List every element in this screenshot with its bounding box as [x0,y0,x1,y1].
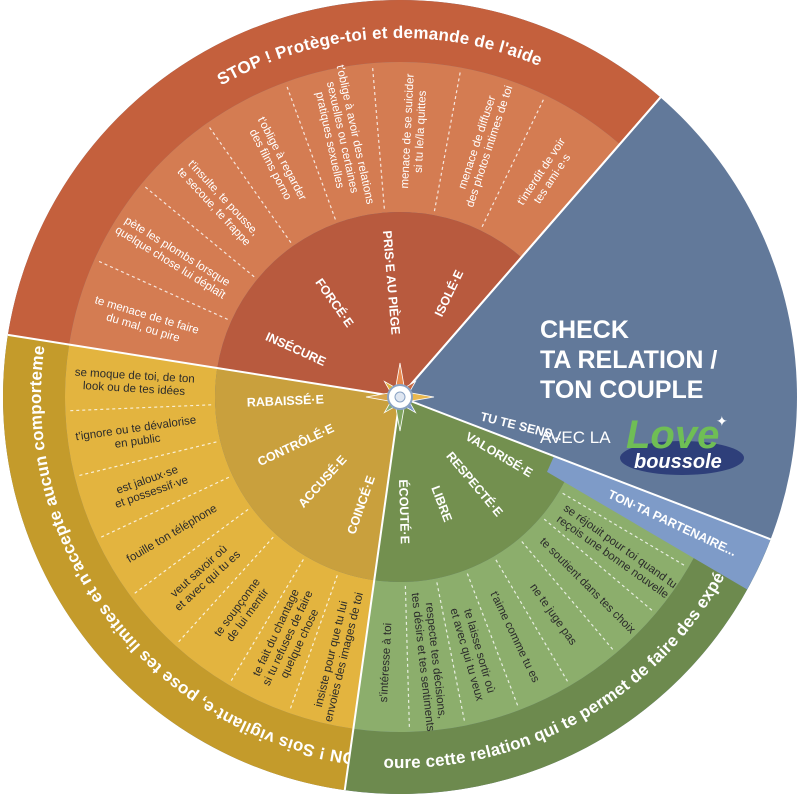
super-item: s'intéresse à toi [378,623,394,703]
super-item-line: s'intéresse à toi [378,623,394,703]
attention-item-line: look ou de tes idées [83,380,186,398]
stop-items-ring [69,61,620,369]
logo-star-icon: ✦ [716,413,728,429]
partner-divider [399,396,771,541]
attention-item: se moque de toi, de tonlook ou de tes id… [74,367,195,399]
super-items-ring [353,463,713,732]
logo-word-boussole: boussole [634,451,722,473]
stop-item-line: si tu le/la quittes [413,90,429,173]
panel-divider [399,96,662,398]
love-boussole-logo: Love boussole ✦ [620,413,744,475]
logo-word-love: Love [626,413,719,457]
compass-rose-icon [365,362,435,432]
logo-backdrop [620,441,744,475]
stop-band [7,0,661,345]
attention-category: RABAISSÉ·E [247,391,325,409]
stop-item: menace de se suicidersi tu le/la quittes [399,73,430,189]
partner-band [547,456,771,590]
super-divider [343,396,401,791]
attention-items-ring [64,344,375,729]
compass-center [394,391,406,403]
stop-categories-wedge [217,212,522,397]
avec-la-label: AVEC LA [540,428,611,447]
stop-item-line: menace de se suicider [399,73,417,189]
super-categories-wedge [374,397,573,582]
title-line-1: CHECK [540,316,629,344]
attention-band [2,334,354,791]
attention-divider [7,333,401,398]
stop-section: STOP ! Protège-toi et demande de l'aideI… [7,0,662,398]
attention-categories-wedge [215,368,400,581]
super-category: ÉCOUTÉ·E [396,479,413,544]
title-line-2: TA RELATION / [540,346,717,374]
title-line-3: TON COUPLE [540,376,703,404]
